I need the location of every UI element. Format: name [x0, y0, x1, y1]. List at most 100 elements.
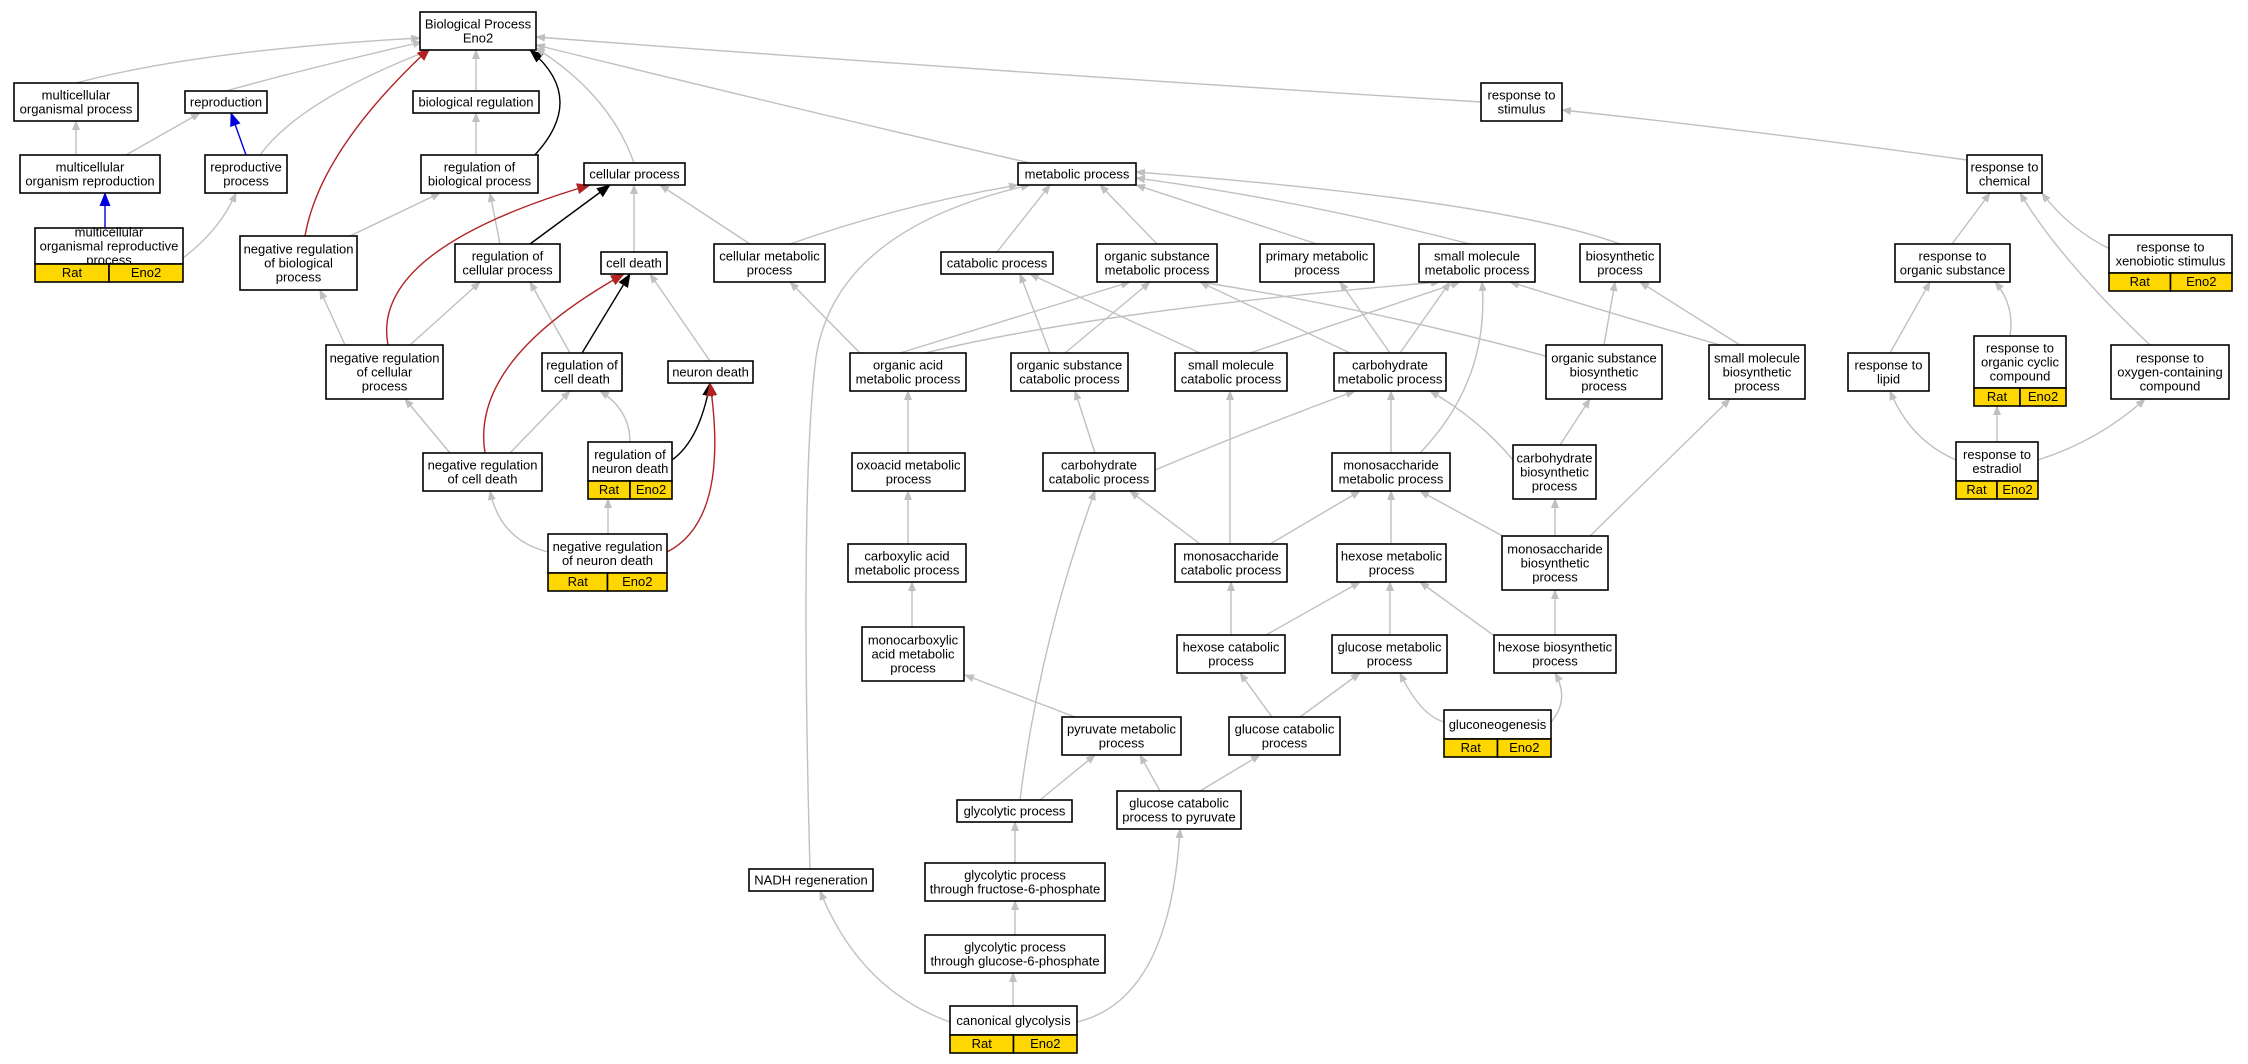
node-label: process: [890, 661, 936, 676]
node-label: of biological: [264, 256, 333, 271]
edge-resp_estr-to-resp_lipid: [1889, 390, 1957, 461]
go-term-node-nadh[interactable]: NADH regeneration: [748, 868, 874, 892]
edge-regbp-to-bp: [529, 49, 561, 161]
node-label: monosaccharide: [1343, 458, 1438, 473]
annotation-label: Eno2: [131, 265, 161, 280]
node-label: Biological Process: [425, 17, 532, 32]
edge-resp_chem-to-resp_stim: [1561, 106, 1968, 161]
node-label: metabolic process: [1025, 167, 1130, 182]
node-box: [587, 441, 673, 482]
go-term-node-cellproc[interactable]: cellular process: [583, 162, 686, 186]
edge-nrcd-to-celldeath: [483, 273, 625, 454]
node-label: reproductive: [210, 160, 282, 175]
node-label: process: [1099, 736, 1145, 751]
node-label: catabolic process: [1049, 472, 1150, 487]
go-term-node-repro[interactable]: reproduction: [184, 90, 268, 114]
node-label: response to: [2137, 240, 2205, 255]
node-label: organism reproduction: [25, 174, 154, 189]
node-label: organic substance: [1104, 249, 1210, 264]
node-label: process: [1367, 654, 1413, 669]
node-box: [956, 799, 1073, 823]
node-box: [1512, 444, 1597, 500]
annotation-cell: [2019, 387, 2067, 407]
node-label: catabolic process: [947, 256, 1048, 271]
edge-nadh-to-metproc: [805, 183, 1031, 870]
node-label: monocarboxylic: [868, 633, 959, 648]
node-label: organic substance: [1551, 351, 1657, 366]
annotation-label: Rat: [62, 265, 83, 280]
edge-regcp-to-regbp: [487, 192, 501, 245]
node-label: carboxylic acid: [864, 549, 949, 564]
go-term-node-catab[interactable]: catabolic process: [940, 251, 1054, 275]
node-box: [748, 868, 874, 892]
node-label: lipid: [1877, 372, 1900, 387]
node-label: oxoacid metabolic: [856, 458, 961, 473]
edge-biosyn-to-metproc: [1135, 168, 1621, 245]
go-term-node-metproc[interactable]: metabolic process: [1017, 162, 1137, 186]
go-term-node-bioreg[interactable]: biological regulation: [412, 90, 540, 114]
go-term-node-celldeath[interactable]: cell death: [600, 251, 668, 275]
node-label: negative regulation: [553, 539, 663, 554]
edge-chbp-to-osbp: [1559, 398, 1591, 446]
node-box: [325, 344, 444, 400]
edge-gluconeo-to-hexbp: [1550, 672, 1563, 723]
go-term-node-glyco[interactable]: glycolytic process: [956, 799, 1073, 823]
go-term-node-neurondeath[interactable]: neuron death: [667, 360, 754, 384]
edge-oscp-to-catab: [1019, 273, 1051, 354]
node-label: glycolytic process: [964, 804, 1066, 819]
node-box: [851, 452, 966, 492]
annotation-label: Rat: [568, 574, 589, 589]
